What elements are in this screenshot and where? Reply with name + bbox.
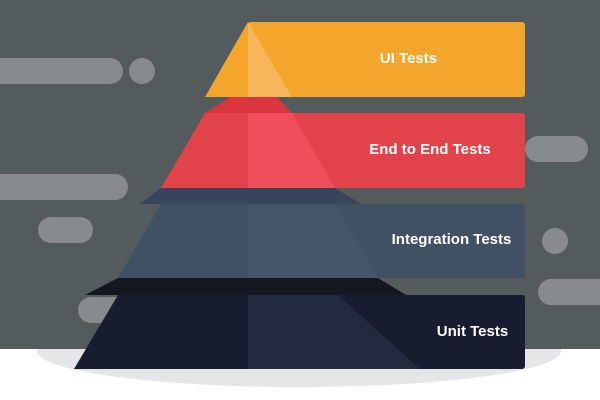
layer-pyramid-right bbox=[248, 113, 335, 188]
layer-ui-tests bbox=[205, 22, 525, 97]
layer-label-end-to-end-tests: End to End Tests bbox=[369, 141, 491, 158]
layer-label-ui-tests: UI Tests bbox=[379, 50, 438, 67]
layer-pyramid-left bbox=[118, 204, 248, 278]
decor-dot bbox=[542, 228, 568, 254]
layer-end-to-end-tests bbox=[161, 97, 525, 188]
decor-pill bbox=[0, 174, 128, 200]
layer-panel bbox=[248, 22, 525, 97]
decor-pill bbox=[38, 217, 93, 243]
layer-label-integration-tests: Integration Tests bbox=[391, 231, 512, 248]
decor-pill bbox=[0, 58, 123, 84]
layer-pyramid-right bbox=[248, 295, 420, 369]
layer-pyramid-left bbox=[161, 113, 248, 188]
layer-label-unit-tests: Unit Tests bbox=[436, 323, 509, 340]
layer-pyramid-right bbox=[248, 22, 292, 97]
layer-pyramid-left bbox=[205, 22, 248, 97]
decor-pill bbox=[538, 279, 600, 305]
layer-unit-tests bbox=[74, 278, 525, 369]
decorative-pills bbox=[0, 58, 600, 323]
layer-connector bbox=[85, 278, 406, 295]
layer-pyramid-left bbox=[74, 295, 248, 369]
decor-dot bbox=[129, 58, 155, 84]
layer-connector bbox=[205, 97, 292, 113]
decor-pill bbox=[525, 136, 588, 162]
layer-pyramid-right bbox=[248, 204, 378, 278]
layer-integration-tests bbox=[118, 188, 525, 278]
layer-connector bbox=[140, 188, 361, 204]
